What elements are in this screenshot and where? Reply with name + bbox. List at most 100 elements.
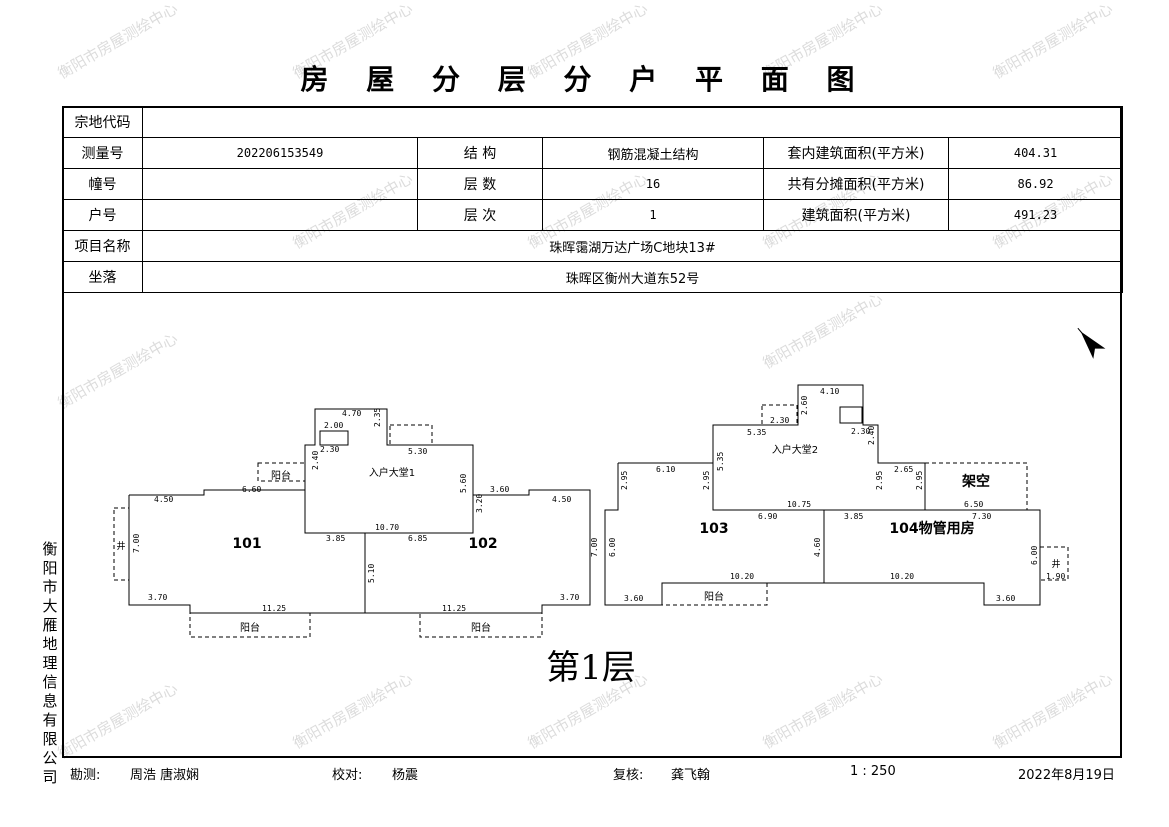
dim-label: 3.20 bbox=[475, 494, 484, 513]
location-label: 坐落 bbox=[62, 261, 143, 293]
shaft-small-right bbox=[839, 406, 863, 424]
dim-label: 2.30 bbox=[851, 427, 870, 436]
dim-label: 6.00 bbox=[608, 538, 617, 557]
room-103: 103 bbox=[699, 521, 728, 537]
dim-label: 2.65 bbox=[894, 465, 913, 474]
dim-label: 3.60 bbox=[996, 594, 1015, 603]
inner-area-label: 套内建筑面积(平方米) bbox=[763, 137, 949, 169]
dim-label: 6.50 bbox=[964, 500, 983, 509]
dim-label: 6.00 bbox=[1030, 546, 1039, 565]
parcel-code-label: 宗地代码 bbox=[62, 106, 143, 138]
dim-label: 2.95 bbox=[620, 471, 629, 490]
building-no-value bbox=[142, 168, 418, 200]
room-101: 101 bbox=[232, 536, 261, 552]
dim-label: 5.60 bbox=[459, 474, 468, 493]
floors-value: 16 bbox=[542, 168, 764, 200]
footer-scale: 1 : 250 bbox=[850, 764, 896, 779]
project-value: 珠晖霭湖万达广场C地块13# bbox=[141, 230, 1124, 262]
right-building-outline bbox=[604, 384, 1041, 606]
right-lobby-outline bbox=[712, 463, 925, 511]
dim-label: 10.20 bbox=[730, 572, 754, 581]
left-building-outline bbox=[128, 408, 591, 614]
dim-label: 10.70 bbox=[375, 523, 399, 532]
dim-label: 6.10 bbox=[656, 465, 675, 474]
dim-label: 4.50 bbox=[552, 495, 571, 504]
balcony-label: 阳台 bbox=[271, 469, 291, 482]
room-void: 架空 bbox=[961, 473, 990, 490]
footer-date: 2022年8月19日 bbox=[1018, 768, 1115, 783]
dim-label: 5.10 bbox=[367, 564, 376, 583]
shaft-right-a bbox=[761, 404, 798, 426]
dim-label: 3.60 bbox=[490, 485, 509, 494]
footer-checker: 杨震 bbox=[392, 768, 419, 783]
dim-label: 2.40 bbox=[311, 451, 320, 470]
project-label: 项目名称 bbox=[62, 230, 143, 262]
dim-label: 3.70 bbox=[148, 593, 167, 602]
location-value: 珠晖区衡州大道东52号 bbox=[141, 261, 1124, 293]
structure-value: 钢筋混凝土结构 bbox=[542, 137, 764, 169]
footer-rechecker: 龚飞翰 bbox=[671, 768, 711, 783]
info-table: 宗地代码 测量号 202206153549 结 构 钢筋混凝土结构 套内建筑面积… bbox=[62, 106, 1124, 293]
lobby-1-label: 入户大堂1 bbox=[369, 466, 415, 479]
dim-label: 2.30 bbox=[770, 416, 789, 425]
dim-label: 2.60 bbox=[800, 396, 809, 415]
dim-label: 11.25 bbox=[262, 604, 286, 613]
balcony-label: 阳台 bbox=[704, 590, 724, 603]
floor-caption: 第1层 bbox=[546, 648, 636, 688]
room-102: 102 bbox=[468, 536, 497, 552]
dim-label: 2.95 bbox=[702, 471, 711, 490]
lobby-2-label: 入户大堂2 bbox=[772, 443, 818, 456]
footer-survey-label: 勘测: bbox=[70, 768, 101, 783]
well-left bbox=[113, 507, 130, 581]
footer-surveyors: 周浩 唐淑娴 bbox=[130, 768, 200, 783]
drawing-frame bbox=[62, 106, 1122, 758]
page-title: 房 屋 分 层 分 户 平 面 图 bbox=[300, 63, 869, 96]
dim-label: 5.35 bbox=[716, 452, 725, 471]
dim-label: 7.00 bbox=[132, 534, 141, 553]
balcony-103 bbox=[661, 582, 768, 606]
dim-label: 6.85 bbox=[408, 534, 427, 543]
balcony-102 bbox=[419, 612, 543, 638]
dim-label: 3.85 bbox=[844, 512, 863, 521]
well-right bbox=[1039, 546, 1069, 581]
dim-label: 2.35 bbox=[373, 408, 382, 427]
dim-label: 5.30 bbox=[408, 447, 427, 456]
north-arrow-icon bbox=[1077, 327, 1106, 359]
aircon-left bbox=[257, 462, 306, 482]
dim-label: 1.90 bbox=[1046, 572, 1065, 581]
dim-label: 11.25 bbox=[442, 604, 466, 613]
room-104: 104物管用房 bbox=[889, 520, 974, 537]
shaft-small-left bbox=[319, 430, 349, 446]
dim-label: 2.40 bbox=[867, 426, 876, 445]
dim-label: 2.30 bbox=[320, 445, 339, 454]
floors-label: 层 数 bbox=[417, 168, 543, 200]
shared-area-label: 共有分摊面积(平方米) bbox=[763, 168, 949, 200]
well-label: 井 bbox=[116, 540, 125, 552]
void-area bbox=[924, 462, 1028, 511]
balcony-label: 阳台 bbox=[471, 621, 491, 634]
dim-label: 4.70 bbox=[342, 409, 361, 418]
shaft-left bbox=[389, 424, 433, 446]
dim-label: 2.95 bbox=[915, 471, 924, 490]
floor-plan: 101 102 103 104物管用房 架空 入户大堂1 入户大堂2 阳台 阳台… bbox=[113, 327, 1106, 688]
dim-label: 5.35 bbox=[747, 428, 766, 437]
dim-label: 6.90 bbox=[758, 512, 777, 521]
balcony-label: 阳台 bbox=[240, 621, 260, 634]
dim-label: 4.50 bbox=[154, 495, 173, 504]
total-area-label: 建筑面积(平方米) bbox=[763, 199, 949, 231]
unit-no-label: 户号 bbox=[62, 199, 143, 231]
dim-label: 3.85 bbox=[326, 534, 345, 543]
dim-label: 10.75 bbox=[787, 500, 811, 509]
dim-label: 3.60 bbox=[624, 594, 643, 603]
footer-recheck-label: 复核: bbox=[613, 768, 644, 783]
dim-label: 7.00 bbox=[590, 538, 599, 557]
left-lobby-outline bbox=[304, 490, 474, 534]
dim-label: 3.70 bbox=[560, 593, 579, 602]
dim-label: 2.95 bbox=[875, 471, 884, 490]
dim-label: 7.30 bbox=[972, 512, 991, 521]
dim-label: 4.60 bbox=[813, 538, 822, 557]
balcony-101 bbox=[189, 612, 311, 638]
dim-label: 10.20 bbox=[890, 572, 914, 581]
surveying-company: 衡阳市大雁地理信息有限公司 bbox=[42, 540, 58, 786]
well-label: 井 bbox=[1051, 558, 1060, 570]
